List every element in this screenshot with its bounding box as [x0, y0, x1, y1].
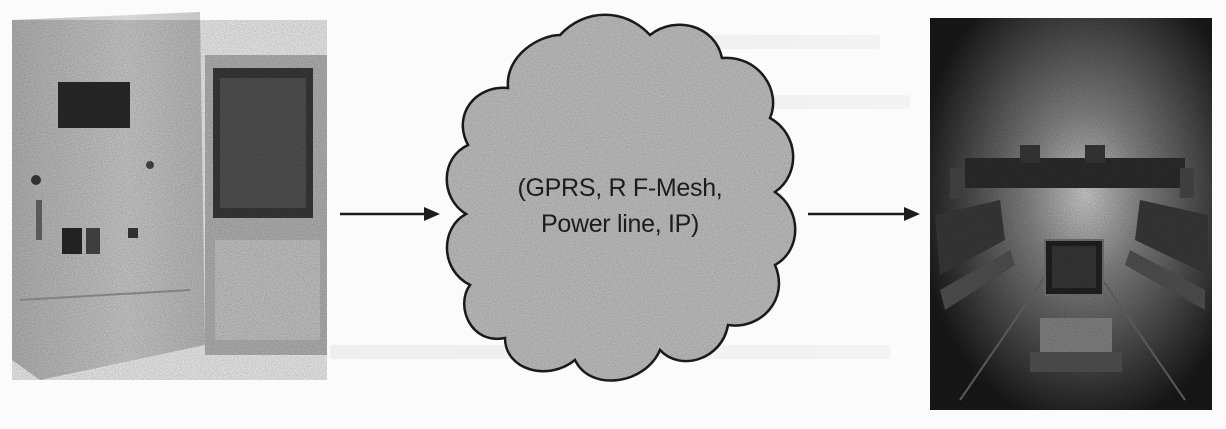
network-label-line-1: (GPRS, R F-Mesh, — [517, 174, 723, 202]
smart-meter-panel-photo — [12, 12, 327, 380]
arrow-meter-to-network — [340, 207, 440, 221]
arrow-network-to-control-room — [808, 207, 920, 221]
network-cloud — [445, 13, 797, 382]
control-room-photo — [930, 18, 1212, 410]
network-label: (GPRS, R F-Mesh, Power line, IP) — [470, 170, 770, 242]
network-label-line-2: Power line, IP) — [540, 210, 700, 238]
